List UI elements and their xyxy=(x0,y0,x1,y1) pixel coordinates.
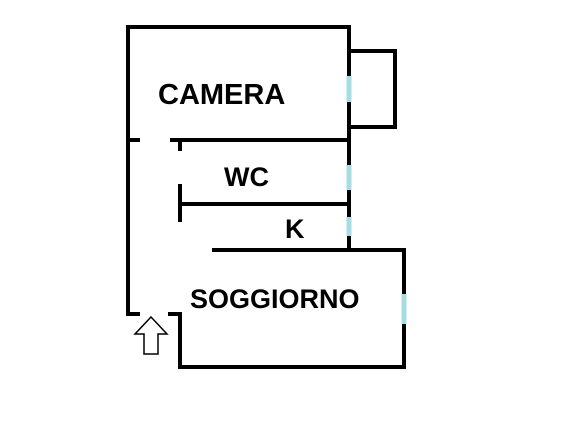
room-label-wc: WC xyxy=(224,162,269,192)
balcony xyxy=(347,49,397,129)
room-label-soggiorno: SOGGIORNO xyxy=(190,284,360,314)
up-arrow-icon xyxy=(133,315,169,355)
windows xyxy=(346,76,407,324)
walls xyxy=(126,25,406,369)
room-label-camera: CAMERA xyxy=(158,79,285,111)
room-label-k: K xyxy=(285,214,305,244)
